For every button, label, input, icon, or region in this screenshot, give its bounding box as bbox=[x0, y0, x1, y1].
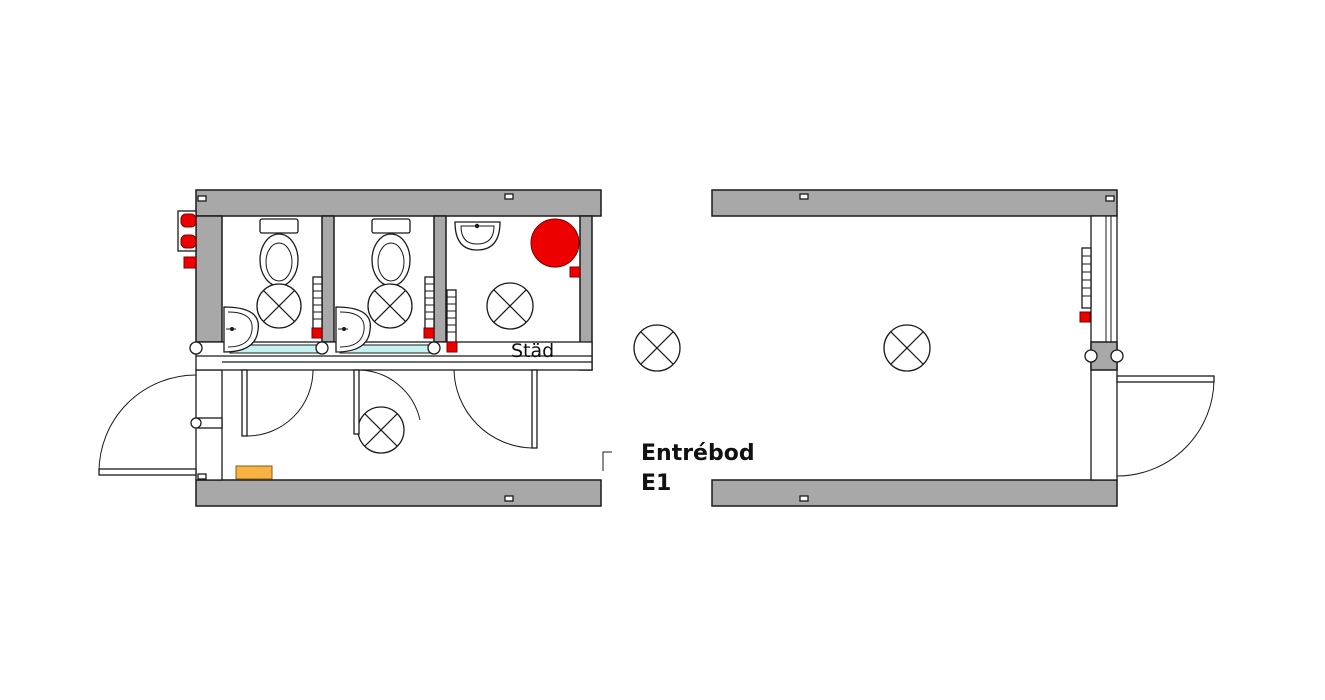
outlet-icon bbox=[183, 256, 197, 269]
thermostat-icon bbox=[446, 341, 458, 353]
top-wall-right bbox=[711, 189, 1118, 217]
radiator-icon bbox=[424, 276, 435, 330]
wall-tick bbox=[799, 193, 809, 200]
wall-tick bbox=[799, 495, 809, 502]
pipe-marker bbox=[1110, 349, 1124, 363]
wall-tick bbox=[197, 195, 207, 202]
bottom-wall-right bbox=[711, 479, 1118, 507]
ceiling-light-icon bbox=[357, 406, 405, 454]
thermostat-icon bbox=[569, 266, 581, 278]
toilet-icon bbox=[259, 218, 299, 287]
pipe-marker bbox=[427, 341, 441, 355]
wall-tick bbox=[504, 495, 514, 502]
ceiling-light-icon bbox=[367, 283, 413, 329]
pipe-marker bbox=[189, 341, 203, 355]
washbasin-icon bbox=[454, 221, 501, 251]
top-wall-left bbox=[195, 189, 602, 217]
radiator-icon bbox=[446, 289, 457, 343]
left-wall-upper bbox=[195, 215, 223, 343]
water-heater-icon bbox=[530, 218, 580, 268]
cleaning-room-label: Städ bbox=[511, 340, 554, 362]
washbasin-icon bbox=[223, 306, 259, 353]
entrance-door-icon bbox=[1116, 375, 1215, 477]
door-swing-icon bbox=[241, 369, 314, 437]
toilet-icon bbox=[371, 218, 411, 287]
thermostat-icon bbox=[1079, 311, 1091, 323]
entrance-door-icon bbox=[98, 374, 197, 476]
right-module bbox=[711, 189, 1215, 507]
wall-tick bbox=[1105, 195, 1115, 202]
partition-wc1-wc2 bbox=[321, 215, 335, 343]
thermostat-icon bbox=[311, 327, 323, 339]
door-swing-icon bbox=[353, 369, 421, 435]
radiator-icon bbox=[312, 276, 323, 330]
pipe-marker bbox=[1084, 349, 1098, 363]
thermostat-icon bbox=[423, 327, 435, 339]
room-name: Entrébod bbox=[641, 441, 755, 466]
washbasin-icon bbox=[335, 306, 371, 353]
door-swing-icon bbox=[453, 369, 538, 449]
radiator-icon bbox=[1081, 247, 1092, 309]
left-module: Städ bbox=[98, 189, 602, 507]
room-number: E1 bbox=[641, 471, 671, 496]
wall-tick bbox=[504, 193, 514, 200]
bottom-wall-left bbox=[195, 479, 602, 507]
pipe-marker bbox=[315, 341, 329, 355]
doormat-icon bbox=[235, 465, 273, 480]
ceiling-light-icon bbox=[633, 324, 681, 372]
ceiling-light-icon bbox=[883, 324, 931, 372]
ceiling-light-icon bbox=[486, 282, 534, 330]
pipe-icon bbox=[190, 417, 223, 429]
ceiling-light-icon bbox=[256, 283, 302, 329]
wall-tick bbox=[197, 473, 207, 480]
partition-wc2-stad bbox=[433, 215, 447, 343]
room-tag-leader bbox=[602, 451, 612, 471]
outlet-icon bbox=[177, 210, 197, 252]
